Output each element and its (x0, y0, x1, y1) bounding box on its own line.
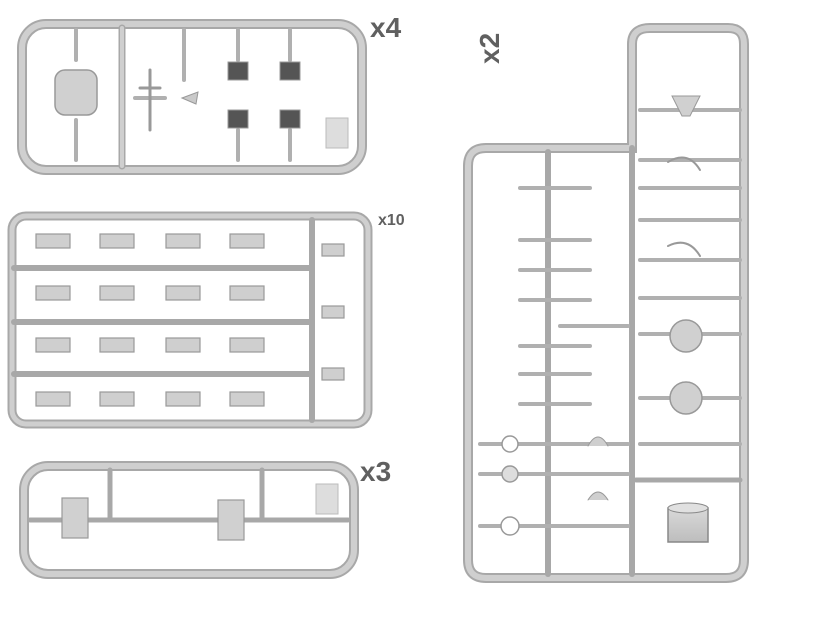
quantity-label-sprue-c: x3 (360, 456, 392, 487)
quantity-label-sprue-a: x4 (370, 12, 402, 43)
sprue-d (463, 23, 749, 583)
sprue-b (7, 211, 373, 429)
quantity-label-sprue-b: x10 (378, 212, 405, 229)
sprue-c (19, 461, 359, 579)
sprue-a (17, 19, 367, 175)
quantity-label-sprue-d: x2 (474, 32, 505, 64)
